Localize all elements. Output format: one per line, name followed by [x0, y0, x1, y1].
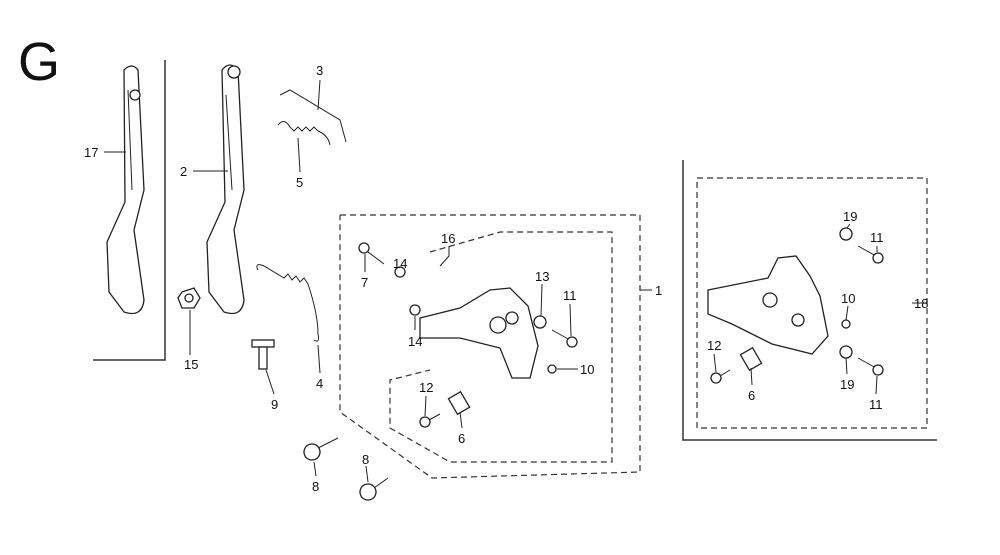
callout-2: 2	[180, 164, 187, 179]
callout-18: 18	[914, 296, 928, 311]
part-2-lever	[206, 64, 245, 315]
group-box-18	[682, 160, 937, 441]
callout-7: 7	[361, 275, 368, 290]
callout-15: 15	[184, 357, 198, 372]
callout-5: 5	[296, 175, 303, 190]
part-8-bolt	[359, 477, 389, 501]
part-19-nut	[839, 227, 853, 241]
group-box-1	[339, 214, 652, 479]
part-18-control-plate	[707, 255, 829, 355]
part-4-spring	[256, 264, 319, 342]
callout-12: 12	[707, 338, 721, 353]
callout-13: 13	[535, 269, 549, 284]
callout-9: 9	[271, 397, 278, 412]
part-5-spring	[277, 121, 331, 146]
callout-14: 14	[408, 334, 422, 349]
part-6-collar	[739, 346, 763, 372]
callout-11: 11	[869, 397, 883, 412]
part-7-bolt	[358, 242, 385, 265]
group-box-17	[93, 60, 166, 361]
callout-6: 6	[458, 431, 465, 446]
callout-6: 6	[748, 388, 755, 403]
part-11-bolt	[857, 245, 884, 264]
part-12-screw	[710, 369, 731, 384]
part-10-washer	[547, 364, 557, 374]
part-16-control-plate	[419, 287, 539, 379]
part-3-rod	[279, 89, 347, 143]
part-15-nut	[177, 287, 201, 309]
callout-14: 14	[393, 256, 407, 271]
callout-8: 8	[312, 479, 319, 494]
callouts: 17 2 3 5 15 9 4 8 8 16 7 14 14 13 11 1 1…	[84, 63, 928, 494]
part-14-nut	[409, 304, 421, 316]
part-9-bolt	[251, 339, 275, 370]
callout-16: 16	[441, 231, 455, 246]
callout-11: 11	[563, 288, 577, 303]
part-13-nut	[533, 315, 547, 329]
callout-1: 1	[655, 283, 662, 298]
callout-8: 8	[362, 452, 369, 467]
part-12-screw	[419, 413, 441, 428]
part-11-bolt	[857, 357, 884, 376]
callout-10: 10	[841, 291, 855, 306]
callout-12: 12	[419, 380, 433, 395]
callout-11: 11	[870, 230, 884, 245]
callout-17: 17	[84, 145, 98, 160]
callout-3: 3	[316, 63, 323, 78]
callout-10: 10	[580, 362, 594, 377]
part-10-washer	[841, 319, 851, 329]
part-17-lever	[106, 65, 145, 315]
part-19-nut	[839, 345, 853, 359]
leader-lines	[104, 79, 878, 483]
section-letter: G	[18, 32, 60, 92]
part-6-collar	[447, 390, 471, 416]
callout-19: 19	[843, 209, 857, 224]
part-11-bolt	[551, 329, 578, 348]
callout-19: 19	[840, 377, 854, 392]
part-8-bolt	[303, 437, 339, 461]
callout-4: 4	[316, 376, 323, 391]
